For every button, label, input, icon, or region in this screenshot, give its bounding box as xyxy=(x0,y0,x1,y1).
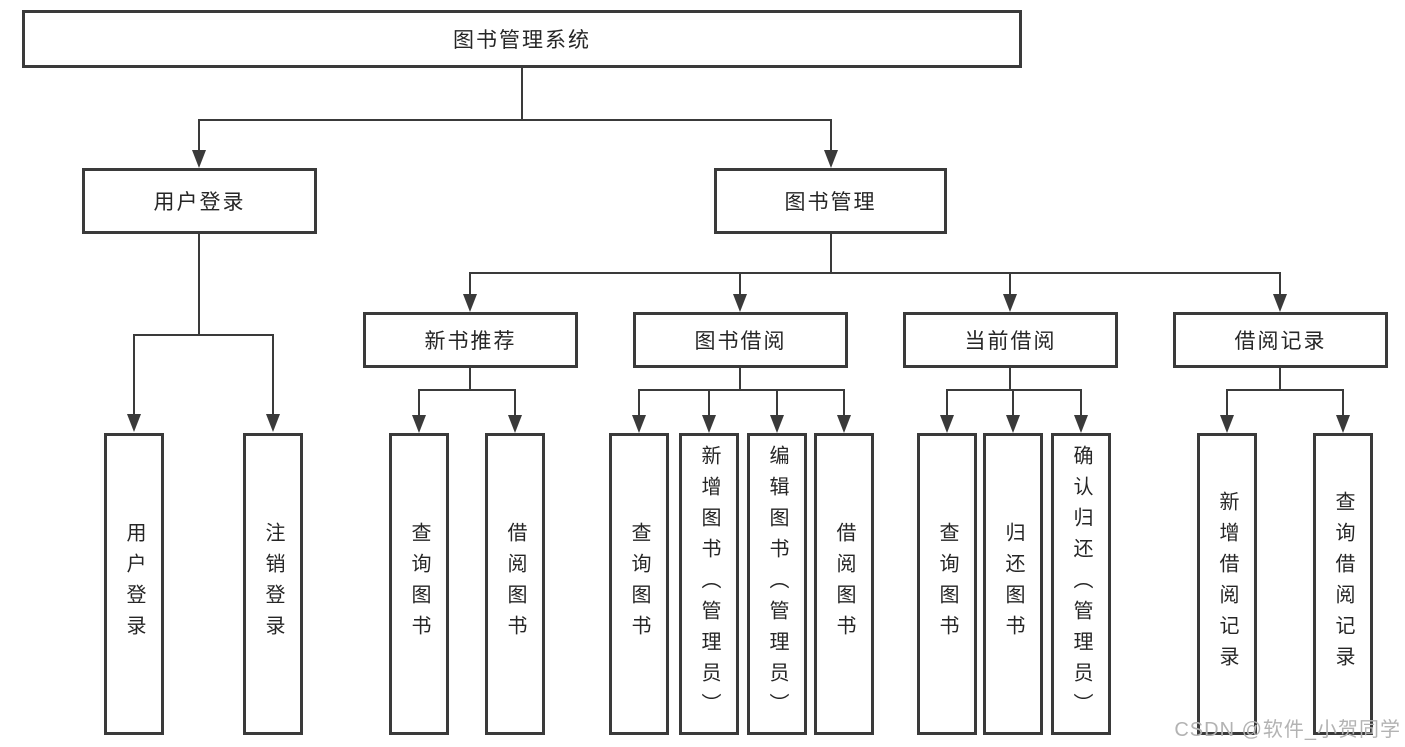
connector-line xyxy=(708,389,710,415)
arrow-down-icon xyxy=(192,150,206,168)
leaf-query-borrow-record: 查询借阅记录 xyxy=(1313,433,1373,735)
connector-line xyxy=(946,389,948,415)
leaf-borrow-books-borrow: 借阅图书 xyxy=(814,433,874,735)
node-label: 用户登录 xyxy=(153,191,246,214)
connector-line xyxy=(133,334,135,414)
arrow-down-icon xyxy=(1273,294,1287,312)
arrow-down-icon xyxy=(824,150,838,168)
arrow-down-icon xyxy=(1336,415,1350,433)
connector-line xyxy=(469,272,1281,274)
leaf-query-books-current: 查询图书 xyxy=(917,433,977,735)
connector-line xyxy=(469,272,471,296)
node-label: 归还图书 xyxy=(1002,522,1024,646)
leaf-edit-book-admin: 编辑图书（管理员） xyxy=(747,433,807,735)
node-label: 借阅图书 xyxy=(504,522,526,646)
connector-line xyxy=(1012,389,1014,415)
node-label: 新增借阅记录 xyxy=(1216,491,1238,677)
connector-line xyxy=(198,234,200,335)
arrow-down-icon xyxy=(1220,415,1234,433)
leaf-user-login: 用户登录 xyxy=(104,433,164,735)
node-label: 图书借阅 xyxy=(694,330,787,353)
connector-line xyxy=(419,389,516,391)
node-label: 查询图书 xyxy=(936,522,958,646)
connector-line xyxy=(830,234,832,274)
node-current-borrowing: 当前借阅 xyxy=(903,312,1118,368)
arrow-down-icon xyxy=(770,415,784,433)
node-label: 新增图书（管理员） xyxy=(698,444,720,724)
connector-line xyxy=(639,389,845,391)
leaf-add-borrow-record: 新增借阅记录 xyxy=(1197,433,1257,735)
leaf-add-book-admin: 新增图书（管理员） xyxy=(679,433,739,735)
connector-line xyxy=(133,334,274,336)
connector-line xyxy=(739,272,741,296)
leaf-query-books-new: 查询图书 xyxy=(389,433,449,735)
connector-line xyxy=(1279,368,1281,390)
watermark-text: CSDN @软件_小贺同学 xyxy=(1174,719,1401,741)
connector-line xyxy=(830,119,832,152)
node-label: 编辑图书（管理员） xyxy=(766,444,788,724)
arrow-down-icon xyxy=(266,414,280,432)
node-label: 新书推荐 xyxy=(424,330,517,353)
node-label: 当前借阅 xyxy=(964,330,1057,353)
connector-line xyxy=(1227,389,1344,391)
node-label: 确认归还（管理员） xyxy=(1070,444,1092,724)
connector-line xyxy=(198,119,832,121)
node-label: 图书管理 xyxy=(784,191,877,214)
node-label: 查询图书 xyxy=(628,522,650,646)
arrow-down-icon xyxy=(127,414,141,432)
leaf-confirm-return-admin: 确认归还（管理员） xyxy=(1051,433,1111,735)
connector-line xyxy=(1009,368,1011,390)
leaf-logout: 注销登录 xyxy=(243,433,303,735)
arrow-down-icon xyxy=(702,415,716,433)
connector-line xyxy=(1226,389,1228,415)
leaf-return-book: 归还图书 xyxy=(983,433,1043,735)
node-label: 借阅记录 xyxy=(1234,330,1327,353)
node-label: 查询借阅记录 xyxy=(1332,491,1354,677)
arrow-down-icon xyxy=(1006,415,1020,433)
arrow-down-icon xyxy=(508,415,522,433)
connector-line xyxy=(521,68,523,121)
node-user-login: 用户登录 xyxy=(82,168,317,234)
leaf-borrow-books-new: 借阅图书 xyxy=(485,433,545,735)
connector-line xyxy=(272,334,274,414)
node-borrowing-records: 借阅记录 xyxy=(1173,312,1388,368)
arrow-down-icon xyxy=(1003,294,1017,312)
connector-line xyxy=(946,389,1082,391)
connector-line xyxy=(1009,272,1011,296)
leaf-query-books-borrow: 查询图书 xyxy=(609,433,669,735)
connector-line xyxy=(514,389,516,415)
connector-line xyxy=(1279,272,1281,296)
node-book-borrowing: 图书借阅 xyxy=(633,312,848,368)
arrow-down-icon xyxy=(463,294,477,312)
connector-line xyxy=(198,119,200,152)
arrow-down-icon xyxy=(1074,415,1088,433)
node-label: 借阅图书 xyxy=(833,522,855,646)
node-label: 用户登录 xyxy=(123,522,145,646)
connector-line xyxy=(469,368,471,390)
node-book-management: 图书管理 xyxy=(714,168,947,234)
arrow-down-icon xyxy=(632,415,646,433)
connector-line xyxy=(638,389,640,415)
arrow-down-icon xyxy=(940,415,954,433)
arrow-down-icon xyxy=(412,415,426,433)
node-label: 注销登录 xyxy=(262,522,284,646)
node-library-management-system: 图书管理系统 xyxy=(22,10,1022,68)
arrow-down-icon xyxy=(837,415,851,433)
connector-line xyxy=(1342,389,1344,415)
connector-line xyxy=(739,368,741,390)
arrow-down-icon xyxy=(733,294,747,312)
node-label: 查询图书 xyxy=(408,522,430,646)
connector-line xyxy=(418,389,420,415)
node-label: 图书管理系统 xyxy=(453,29,591,52)
connector-line xyxy=(843,389,845,415)
connector-line xyxy=(776,389,778,415)
node-new-book-recommend: 新书推荐 xyxy=(363,312,578,368)
connector-line xyxy=(1080,389,1082,415)
